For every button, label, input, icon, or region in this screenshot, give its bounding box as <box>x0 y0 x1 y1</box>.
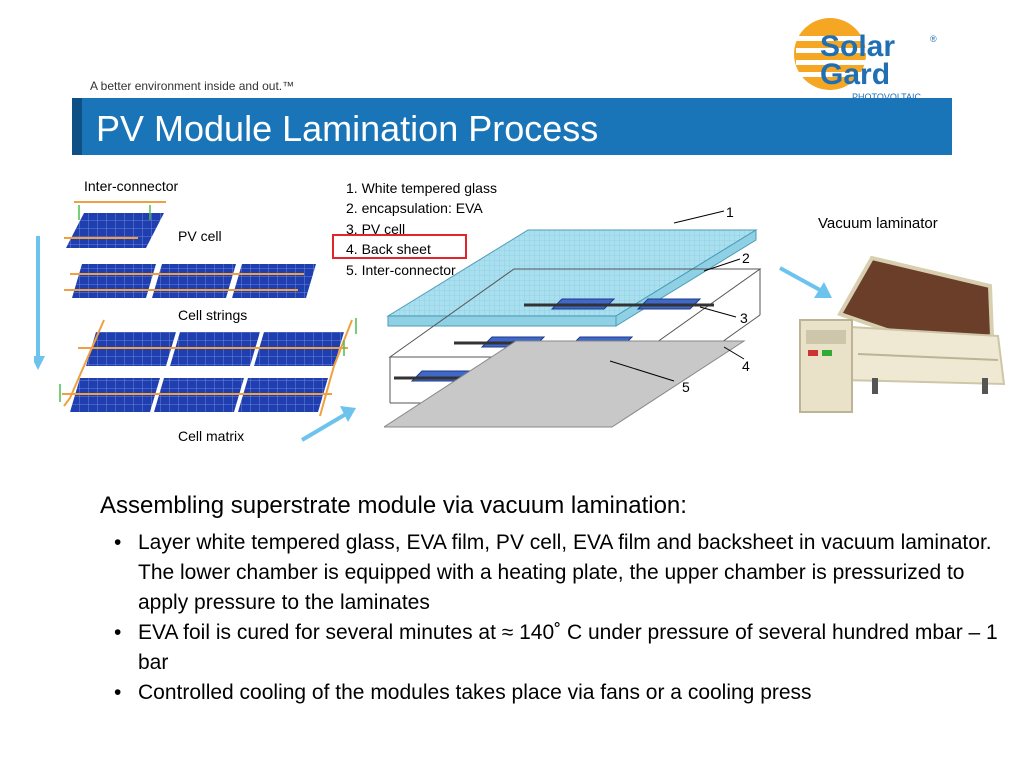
tagline: A better environment inside and out.™ <box>90 79 295 93</box>
bullet-icon: • <box>114 531 122 554</box>
bullet-icon: • <box>114 681 122 704</box>
list-item: • EVA foil is cured for several minutes a… <box>100 618 1000 678</box>
callout-2: 2 <box>742 250 750 266</box>
title-bar-accent <box>72 98 82 155</box>
logo-subtitle: PHOTOVOLTAIC <box>852 92 922 102</box>
list-item-text: Layer white tempered glass, EVA film, PV… <box>138 531 992 614</box>
list-item: • Controlled cooling of the modules takes… <box>100 678 1000 708</box>
cell-strings-label: Cell strings <box>178 307 248 323</box>
callout-5: 5 <box>682 379 690 395</box>
cell-string-graphic <box>64 264 316 298</box>
body-text: Assembling superstrate module via vacuum… <box>100 492 1000 708</box>
logo-registered: ® <box>930 34 937 44</box>
list-item: • Layer white tempered glass, EVA film, P… <box>100 528 1000 618</box>
pv-cell-label: PV cell <box>178 228 222 244</box>
cell-matrix-label: Cell matrix <box>178 428 245 444</box>
vacuum-laminator-image <box>799 255 1006 413</box>
title-bar <box>72 98 952 155</box>
logo-line2: Gard <box>820 58 890 91</box>
exploded-layers-diagram: 1 2 3 4 5 <box>384 204 762 428</box>
layer-item: 1. White tempered glass <box>346 180 497 196</box>
cell-matrix-graphic <box>59 318 357 417</box>
back-sheet-layer <box>384 340 746 428</box>
layer-item: 4. Back sheet <box>346 241 431 258</box>
right-down-arrow-icon <box>779 266 832 298</box>
layer-item: 2. encapsulation: EVA <box>346 200 483 217</box>
pv-cell-graphic <box>64 201 166 248</box>
solar-gard-logo: Solar Gard ® PHOTOVOLTAIC <box>794 18 937 102</box>
layer-item: 5. Inter-connector <box>346 261 456 278</box>
cell-assembly-diagram <box>34 201 357 417</box>
layer-list: 1. White tempered glass 2. encapsulation… <box>346 178 497 280</box>
bullet-list: • Layer white tempered glass, EVA film, P… <box>100 528 1000 708</box>
right-up-arrow-icon <box>300 406 356 442</box>
list-item-text: EVA foil is cured for several minutes at… <box>138 621 998 674</box>
callout-1: 1 <box>726 204 734 220</box>
layer-item: 3. PV cell <box>346 220 406 237</box>
page-title: PV Module Lamination Process <box>96 108 599 149</box>
bullet-icon: • <box>114 621 122 644</box>
back-sheet-highlight <box>332 234 467 259</box>
vacuum-laminator-label: Vacuum laminator <box>818 215 938 232</box>
list-item-text: Controlled cooling of the modules takes … <box>138 681 812 704</box>
callout-3: 3 <box>740 310 748 326</box>
section-heading: Assembling superstrate module via vacuum… <box>100 492 687 519</box>
inter-connector-label: Inter-connector <box>84 178 179 194</box>
callout-4: 4 <box>742 358 750 374</box>
logo-line1: Solar <box>820 30 895 63</box>
